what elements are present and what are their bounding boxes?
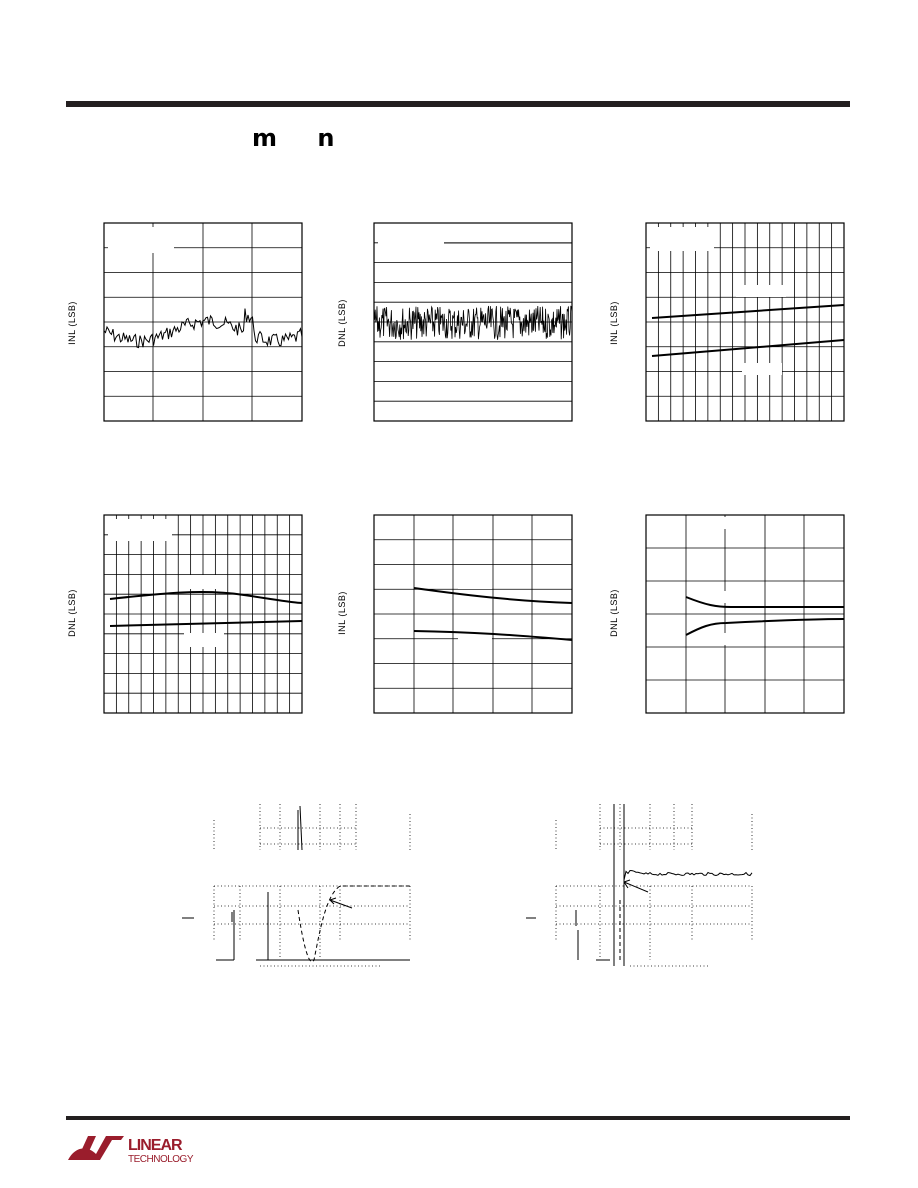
graph1-inl-vs-code: [103, 222, 303, 422]
graph2-ylabel: DNL (LSB): [337, 299, 347, 347]
top-rule: [66, 101, 850, 107]
scope-photo-right: [526, 804, 753, 967]
linear-technology-logo: LINEAR TECHNOLOGY: [68, 1136, 194, 1165]
graph6-dnl-vs-supply: [645, 514, 845, 714]
graph4-dnl-vs-temperature: [103, 514, 303, 714]
logo-line2: TECHNOLOGY: [128, 1154, 194, 1165]
graph6-ylabel: DNL (LSB): [609, 589, 619, 637]
graph4-ylabel: DNL (LSB): [67, 589, 77, 637]
logo-line1: LINEAR: [128, 1137, 183, 1154]
graph2-dnl-vs-code: [373, 222, 573, 422]
bottom-rule: [66, 1116, 850, 1120]
graph5-inl-vs-supply: [373, 514, 573, 714]
graph1-ylabel: INL (LSB): [67, 301, 77, 345]
graph3-inl-vs-temperature: [645, 222, 845, 422]
scope-photo-left: [182, 804, 411, 967]
graph5-ylabel: INL (LSB): [337, 591, 347, 635]
graph3-ylabel: INL (LSB): [609, 301, 619, 345]
section-heading-glyphs: m n: [252, 124, 351, 152]
